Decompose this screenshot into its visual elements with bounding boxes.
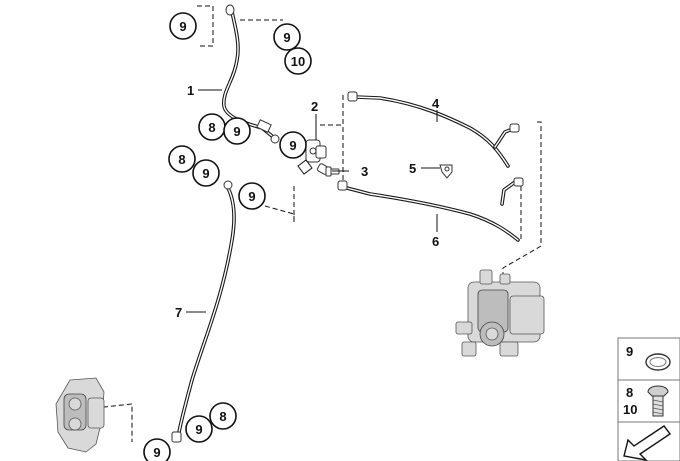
callout-7: 7 [175,305,182,320]
svg-text:9: 9 [248,189,255,204]
abs-hydraulic-unit-image [455,269,545,357]
reference-lines [94,5,542,442]
callout-6: 6 [432,234,439,249]
callout-circle-8-left: 8 [168,145,196,173]
callout-circle-9-left: 9 [192,159,220,187]
brake-pipe-6 [337,177,524,242]
callout-circle-9-distributor: 9 [279,131,307,159]
clip-5 [439,164,453,179]
svg-text:9: 9 [195,422,202,437]
parts-legend-panel: 9 8 10 [617,337,680,461]
svg-text:8: 8 [219,409,226,424]
svg-text:9: 9 [202,166,209,181]
callout-2: 2 [311,99,318,114]
callout-circle-9-mid: 9 [223,117,251,145]
legend-label-10: 10 [623,402,637,417]
callout-circle-9-bottom-left: 9 [143,438,171,461]
screw-3 [325,166,340,177]
callout-circle-9-upper-right: 9 [273,23,301,51]
svg-text:10: 10 [291,54,305,69]
callout-circle-9-hose7-top: 9 [238,182,266,210]
svg-text:9: 9 [153,445,160,460]
callout-circle-10-upper: 10 [284,47,312,75]
svg-text:9: 9 [179,19,186,34]
callout-circle-9-top: 9 [169,12,197,40]
svg-text:9: 9 [283,30,290,45]
callout-circle-9-bottom-mid: 9 [185,415,213,443]
svg-text:9: 9 [233,124,240,139]
svg-text:9: 9 [289,138,296,153]
callout-circle-8-mid: 8 [198,113,226,141]
legend-label-8: 8 [626,385,633,400]
legend-label-9: 9 [626,344,633,359]
callout-1: 1 [187,83,194,98]
callout-4: 4 [432,96,440,111]
callout-3: 3 [361,164,368,179]
banjo-bolt-icon [647,385,669,417]
brake-pipe-4 [347,91,520,168]
callout-5: 5 [409,161,416,176]
o-ring-seal-icon [645,353,671,371]
next-page-arrow-icon[interactable] [623,425,672,461]
callout-circle-8-bottom: 8 [209,402,237,430]
brake-hose-7 [171,180,236,443]
svg-text:8: 8 [208,120,215,135]
brake-caliper-image [55,377,105,453]
svg-text:8: 8 [178,152,185,167]
leader-lines [186,89,440,313]
